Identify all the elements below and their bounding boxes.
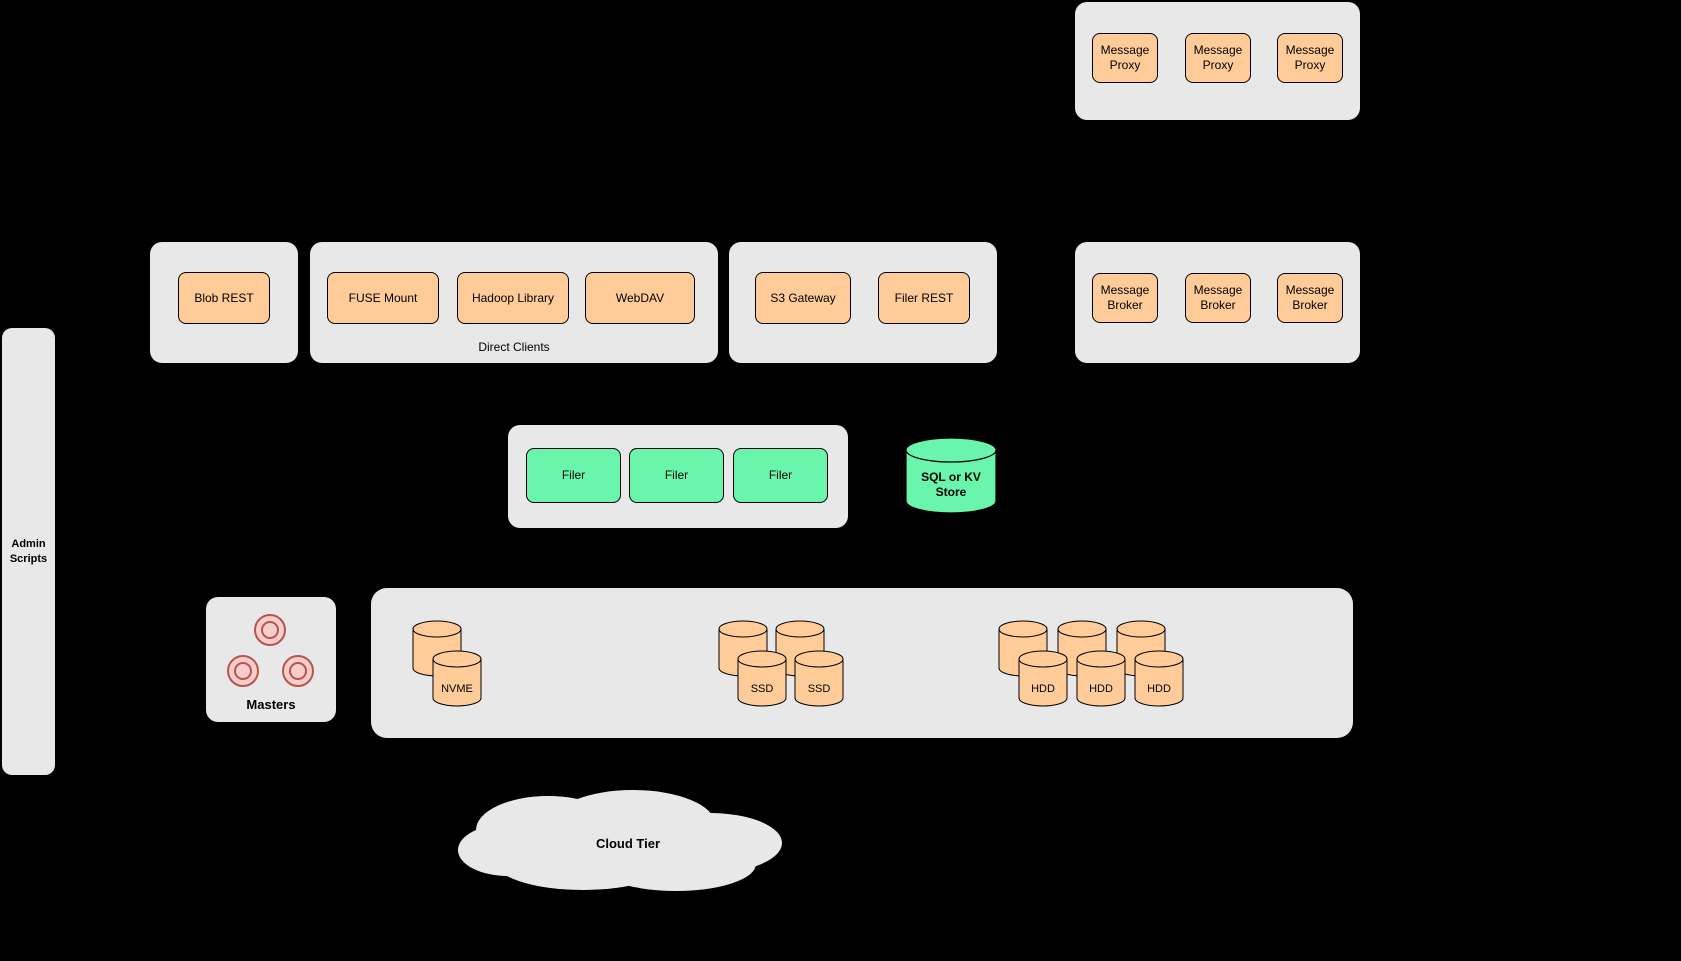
master-node-inner-ring: [261, 621, 279, 639]
hadoop-library-node: Hadoop Library: [457, 272, 569, 324]
cloud-icon: [458, 790, 782, 891]
direct-clients-group: FUSE Mount Hadoop Library WebDAV Direct …: [310, 242, 718, 363]
s3-gateway-node: S3 Gateway: [755, 272, 851, 324]
direct-clients-caption: Direct Clients: [478, 340, 550, 354]
message-proxy-node: Message Proxy: [1092, 33, 1158, 83]
ssd-disk-cylinder: SSD: [794, 650, 844, 707]
filer-node: Filer: [526, 448, 621, 503]
message-broker-node: Message Broker: [1092, 273, 1158, 323]
database-cylinder-icon: [905, 437, 997, 514]
message-broker-node: Message Broker: [1185, 273, 1251, 323]
nvme-disk-back-cylinder: [412, 620, 462, 677]
message-proxy-node: Message Proxy: [1185, 33, 1251, 83]
webdav-node: WebDAV: [585, 272, 695, 324]
filer-rest-node: Filer REST: [878, 272, 970, 324]
blob-rest-node: Blob REST: [178, 272, 270, 324]
hdd-disk-cylinder: HDD: [1018, 650, 1068, 707]
message-proxy-group: Message Proxy Message Proxy Message Prox…: [1075, 2, 1360, 120]
admin-scripts-panel: Admin Scripts: [2, 328, 55, 775]
filer-node: Filer: [733, 448, 828, 503]
sql-kv-store-label: SQL or KV Store: [921, 469, 981, 499]
cloud-tier: Cloud Tier: [448, 788, 808, 896]
master-node-icon: [282, 655, 314, 687]
master-node-icon: [227, 655, 259, 687]
master-node-inner-ring: [289, 662, 307, 680]
message-proxy-node: Message Proxy: [1277, 33, 1343, 83]
fuse-mount-node: FUSE Mount: [327, 272, 439, 324]
filer-group: Filer Filer Filer: [508, 425, 848, 528]
masters-group: Masters: [206, 597, 336, 722]
nvme-label: NVME: [441, 683, 473, 696]
ssd-label: SSD: [750, 683, 774, 696]
hdd-disk-cylinder: HDD: [1134, 650, 1184, 707]
ssd-label: SSD: [807, 683, 831, 696]
cloud-tier-label: Cloud Tier: [595, 835, 661, 851]
volume-servers-group: NVME SSD SSD: [371, 588, 1353, 738]
masters-label: Masters: [246, 697, 296, 712]
ssd-disk-cylinder: SSD: [737, 650, 787, 707]
hdd-disk-cylinder: HDD: [1076, 650, 1126, 707]
message-broker-node: Message Broker: [1277, 273, 1343, 323]
sql-kv-store-cylinder: SQL or KV Store: [905, 437, 997, 515]
gateway-group: S3 Gateway Filer REST: [729, 242, 997, 363]
master-node-inner-ring: [234, 662, 252, 680]
master-node-icon: [254, 614, 286, 646]
message-broker-group: Message Broker Message Broker Message Br…: [1075, 242, 1360, 363]
hdd-label: HDD: [1147, 683, 1171, 696]
hdd-label: HDD: [1031, 683, 1055, 696]
filer-node: Filer: [629, 448, 724, 503]
blob-rest-group: Blob REST: [150, 242, 298, 363]
hdd-label: HDD: [1089, 683, 1113, 696]
nvme-disk-cylinder: NVME: [432, 650, 482, 707]
